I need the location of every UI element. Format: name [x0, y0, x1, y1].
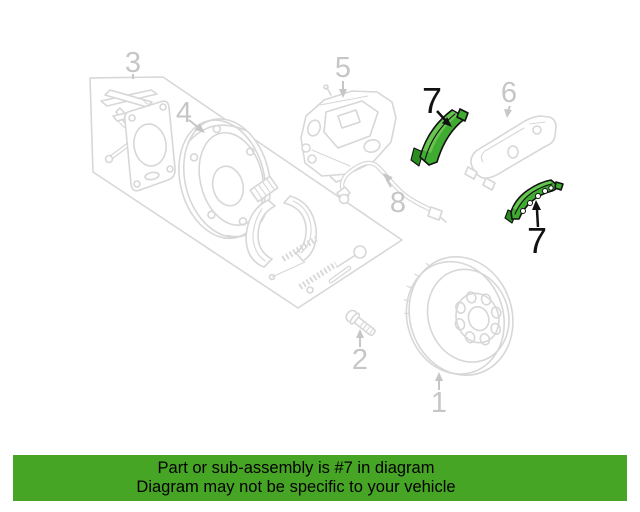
highlight-banner: Part or sub-assembly is #7 in diagram Di… [13, 455, 627, 501]
part-arrow-2 [356, 329, 364, 347]
part-label-1: 1 [431, 387, 447, 419]
part-label-7-outer: 7 [422, 80, 442, 121]
part-arrow-1 [435, 372, 443, 390]
part-arrow-8 [383, 173, 393, 188]
part-arrow-7-inner [532, 200, 541, 228]
part-arrow-4 [188, 119, 205, 133]
part-arrow-6 [504, 105, 512, 118]
shoe-hardware-group-box [89, 74, 403, 309]
part-label-7-inner: 7 [527, 220, 547, 261]
bolt-drawing [345, 309, 376, 337]
brake-pad-outer-highlight [410, 108, 469, 167]
banner-line-1: Part or sub-assembly is #7 in diagram [157, 459, 435, 477]
part-label-2: 2 [352, 344, 368, 376]
part-arrow-5 [339, 81, 347, 98]
parts-diagram: 3 4 5 6 8 2 1 7 7 [89, 47, 564, 419]
part-label-5: 5 [335, 52, 351, 84]
hatch-block-drawing [249, 175, 279, 203]
caliper-bracket-drawing [464, 115, 557, 191]
part-arrow-7-outer [436, 110, 452, 127]
part-label-4: 4 [176, 97, 192, 129]
brake-hose-drawing [336, 160, 447, 223]
anchor-plate-drawing [124, 100, 176, 192]
brake-shoes-drawing [245, 195, 318, 268]
springs-hardware-drawing [268, 236, 367, 294]
brake-pad-inner-highlight [504, 179, 564, 224]
banner-line-2: Diagram may not be specific to your vehi… [136, 478, 456, 496]
part-label-8: 8 [390, 187, 406, 219]
dust-shield-drawing [178, 118, 272, 240]
part-label-3: 3 [125, 47, 141, 79]
part-label-6: 6 [501, 77, 517, 109]
caliper-drawing [300, 84, 397, 183]
rotor-drawing [403, 256, 514, 376]
